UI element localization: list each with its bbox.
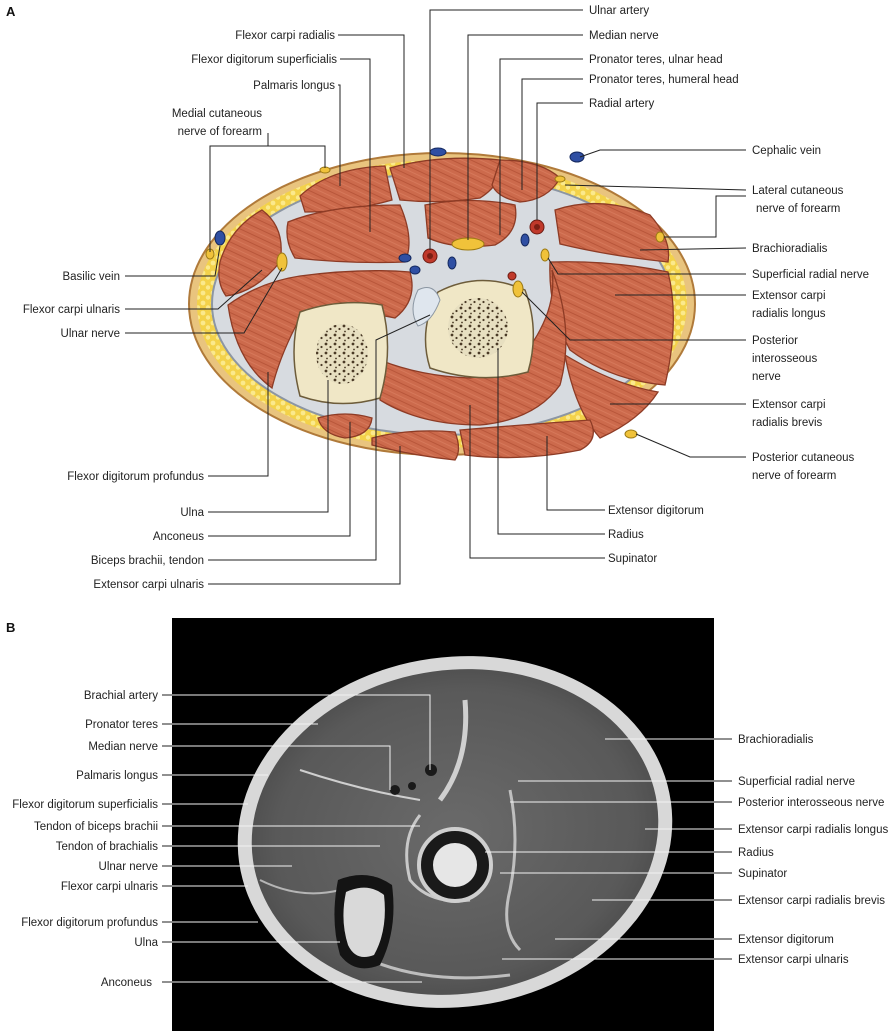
label-posterior-cutaneous-line1: Posterior cutaneous xyxy=(752,452,855,464)
mri-label-brachioradialis: Brachioradialis xyxy=(738,734,814,746)
label-radial-artery: Radial artery xyxy=(589,98,654,110)
label-flexor-digitorum-profundus: Flexor digitorum profundus xyxy=(67,471,204,483)
mri-label-pronator-teres: Pronator teres xyxy=(85,719,158,731)
label-palmaris-longus: Palmaris longus xyxy=(253,80,335,92)
vessels-and-nerves xyxy=(205,147,665,439)
ulna-cancellous-bone xyxy=(316,324,368,384)
mri-label-brachialis-tendon: Tendon of brachialis xyxy=(56,841,159,853)
muscle-extensor-carpi-ulnaris xyxy=(371,430,460,461)
mri-label-brachial-artery: Brachial artery xyxy=(84,690,158,702)
mri-label-fdp: Flexor digitorum profundus xyxy=(21,917,158,929)
panel-b-labels: Brachial artery Pronator teres Median ne… xyxy=(12,690,888,989)
label-posterior-cutaneous-line2: nerve of forearm xyxy=(752,470,836,482)
mri-label-anconeus: Anconeus xyxy=(101,977,152,989)
mri-label-ecu: Extensor carpi ulnaris xyxy=(738,954,849,966)
forearm-cross-section-illustration xyxy=(188,147,696,461)
label-ulna: Ulna xyxy=(180,507,204,519)
muscle-flexor-carpi-radialis xyxy=(389,157,502,203)
mri-label-supinator: Supinator xyxy=(738,868,787,880)
label-lateral-cutaneous-line1: Lateral cutaneous xyxy=(752,185,844,197)
muscle-extensor-digitorum xyxy=(459,419,594,459)
muscle-brachioradialis xyxy=(554,202,670,263)
mri-label-fds: Flexor digitorum superficialis xyxy=(12,799,158,811)
label-lateral-cutaneous-line2: nerve of forearm xyxy=(756,203,840,215)
label-ecrl-line1: Extensor carpi xyxy=(752,290,826,302)
muscle-flexor-digitorum-profundus xyxy=(227,270,413,390)
mri-label-superficial-radial-nerve: Superficial radial nerve xyxy=(738,776,855,788)
label-flexor-digitorum-superficialis: Flexor digitorum superficialis xyxy=(191,54,337,66)
mri-label-radius: Radius xyxy=(738,847,774,859)
mri-label-fcu: Flexor carpi ulnaris xyxy=(61,881,158,893)
panel-a-letter: A xyxy=(6,4,16,19)
muscles xyxy=(218,157,674,461)
mri-image xyxy=(172,618,714,1031)
label-cephalic-vein: Cephalic vein xyxy=(752,145,821,157)
mri-label-ulnar-nerve: Ulnar nerve xyxy=(99,861,158,873)
mri-label-biceps-tendon: Tendon of biceps brachii xyxy=(34,821,158,833)
panel-b-leader-lines xyxy=(162,694,732,983)
label-extensor-carpi-ulnaris: Extensor carpi ulnaris xyxy=(93,579,204,591)
label-pin-line2: interosseous xyxy=(752,353,817,365)
mri-label-ecrl: Extensor carpi radialis longus xyxy=(738,824,888,836)
muscle-supinator xyxy=(379,269,567,426)
label-median-nerve: Median nerve xyxy=(589,30,659,42)
biceps-tendon xyxy=(412,287,441,327)
label-flexor-carpi-ulnaris: Flexor carpi ulnaris xyxy=(23,304,120,316)
radius-cancellous-bone xyxy=(448,298,508,358)
muscle-anconeus xyxy=(317,413,373,439)
label-ecrl-line2: radialis longus xyxy=(752,308,826,320)
label-ecrb-line2: radialis brevis xyxy=(752,417,823,429)
mri-label-ulna: Ulna xyxy=(134,937,158,949)
label-superficial-radial-nerve: Superficial radial nerve xyxy=(752,269,869,281)
label-supinator: Supinator xyxy=(608,553,657,565)
mri-label-ecrb: Extensor carpi radialis brevis xyxy=(738,895,885,907)
label-basilic-vein: Basilic vein xyxy=(62,271,120,283)
mri-label-median-nerve: Median nerve xyxy=(88,741,158,753)
label-pin-line1: Posterior xyxy=(752,335,798,347)
label-medial-cutaneous-line2: nerve of forearm xyxy=(178,126,262,138)
label-biceps-tendon: Biceps brachii, tendon xyxy=(91,555,204,567)
panel-a-leader-lines xyxy=(125,9,747,585)
mri-label-palmaris-longus: Palmaris longus xyxy=(76,770,158,782)
muscle-extensor-carpi-radialis-brevis xyxy=(564,353,660,439)
label-ulnar-nerve: Ulnar nerve xyxy=(61,328,120,340)
label-brachioradialis: Brachioradialis xyxy=(752,243,828,255)
label-medial-cutaneous-line1: Medial cutaneous xyxy=(172,108,262,120)
label-extensor-digitorum: Extensor digitorum xyxy=(608,505,704,517)
label-radius: Radius xyxy=(608,529,644,541)
panel-b-letter: B xyxy=(6,620,15,635)
mri-label-extensor-digitorum: Extensor digitorum xyxy=(738,934,834,946)
label-pronator-teres-humeral-head: Pronator teres, humeral head xyxy=(589,74,739,86)
mri-label-pin: Posterior interosseous nerve xyxy=(738,797,884,809)
label-pronator-teres-ulnar-head: Pronator teres, ulnar head xyxy=(589,54,723,66)
label-ulnar-artery: Ulnar artery xyxy=(589,5,649,17)
label-pin-line3: nerve xyxy=(752,371,781,383)
label-anconeus: Anconeus xyxy=(153,531,204,543)
panel-a-labels: Flexor carpi radialis Flexor digitorum s… xyxy=(23,5,869,591)
label-flexor-carpi-radialis: Flexor carpi radialis xyxy=(235,30,335,42)
label-ecrb-line1: Extensor carpi xyxy=(752,399,826,411)
